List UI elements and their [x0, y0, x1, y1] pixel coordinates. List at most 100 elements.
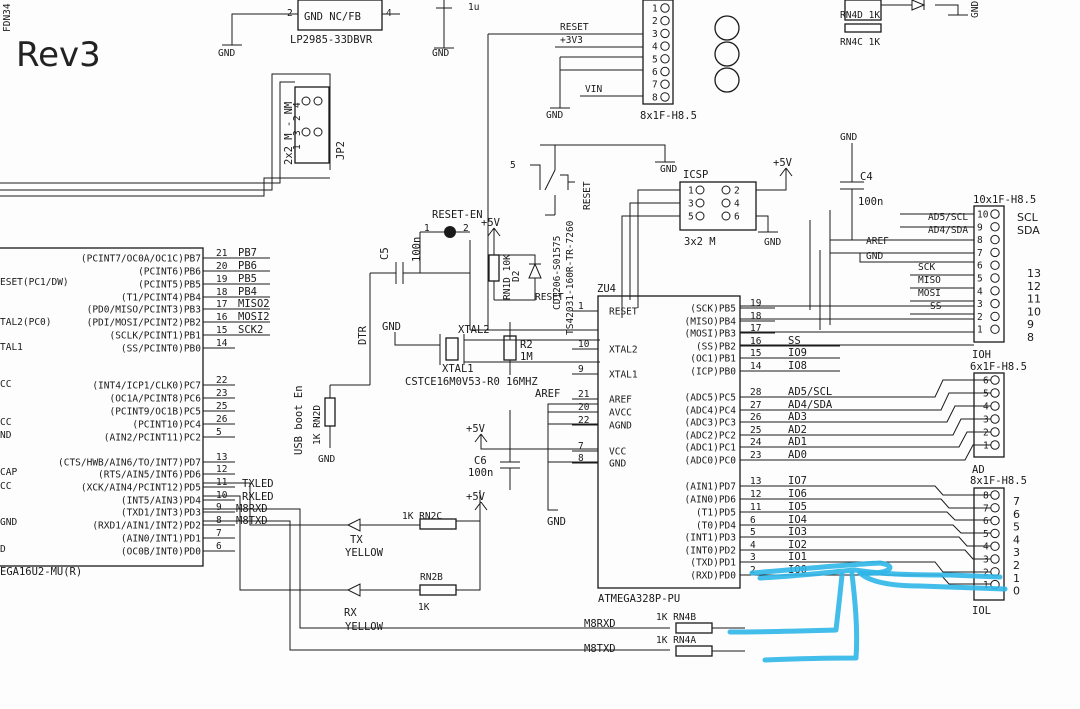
gnd-label-usb: GND [318, 454, 335, 465]
u4-left-pin-name: VCC [609, 447, 626, 458]
tx-label: TX [350, 534, 363, 546]
header-pin-number: 3 [983, 555, 989, 566]
lp2985-body [297, 0, 383, 31]
header-pin-number: 5 [983, 389, 989, 400]
hdr10-ad4: AD4/SDA [928, 225, 968, 236]
header-pin [660, 66, 670, 77]
rn4d-label: RN4D 1K [840, 10, 880, 21]
c6-vcc-wires [474, 410, 598, 490]
sw-pin5: 5 [510, 160, 516, 171]
header-pin [660, 3, 670, 13]
u4-net-label: AD3 [788, 411, 807, 423]
p5v-label-c6: +5V [466, 423, 486, 435]
highlight-stroke-2 [757, 567, 1003, 581]
p5v-label-led: +5V [466, 491, 486, 503]
u4-right-pin-number: 12 [750, 489, 761, 500]
iol-body [973, 487, 1005, 601]
u16-net-label: SCK2 [238, 324, 263, 336]
u4-left-pin-number: 7 [578, 441, 584, 452]
u16-pin-name: (PDI/MOSI/PCINT2)PB2 [87, 318, 201, 329]
jp2-pin3: 3 [292, 130, 303, 136]
u4-signal-wire [775, 379, 991, 398]
u4-net-label: IO7 [788, 475, 807, 487]
header-pin [990, 298, 1000, 309]
u4-signal-wire [775, 431, 991, 448]
header-pin [660, 28, 670, 39]
u4-right-pin-name: (SS)PB2 [696, 342, 736, 353]
u16-pin-name: (OC0B/INT0)PD0 [121, 547, 201, 558]
u16-net-label: PB6 [238, 260, 257, 272]
u4-right-pin-name: (INT1)PD3 [685, 533, 736, 544]
u16-pin-name: (RTS/AIN5/INT6)PD6 [98, 470, 201, 481]
header-pin [990, 427, 1000, 437]
u16-pin-number: 5 [216, 427, 222, 438]
u4-net-label: AD0 [788, 449, 807, 461]
reset-net-2: RESET [535, 292, 564, 303]
header-pin [660, 54, 670, 64]
u4-left-pin-name: AREF [609, 395, 632, 406]
led-wire-top [881, 4, 968, 16]
c5-value: 100n [411, 237, 423, 262]
u4-net-label: AD1 [788, 436, 807, 448]
u4-signal-wire [775, 561, 991, 573]
sda-label: SDA [1017, 224, 1040, 237]
u16-pin-number: 16 [216, 312, 228, 323]
icsp-pin-number: 3 [688, 199, 694, 210]
u4-net-label: IO9 [788, 347, 807, 359]
u4-net-label: AD5/SCL [788, 386, 832, 398]
hdr8b-part: 8x1F-H8.5 [970, 475, 1027, 487]
ad-label: AD [972, 464, 985, 476]
icsp-label: ICSP [683, 169, 708, 181]
header-pin-number: 5 [983, 529, 989, 540]
lp-pin-names: GND NC/FB [304, 11, 361, 23]
u4-signal-wire [775, 524, 991, 534]
hdr10-miso: MISO [918, 275, 941, 286]
xtal-wires [464, 322, 600, 375]
crystal-plates [430, 334, 465, 365]
lp-gnd-wire [222, 13, 298, 46]
u4-signal-wire [775, 485, 991, 496]
u16-pin-number: 7 [216, 528, 222, 539]
icsp-pin-number: 2 [734, 186, 740, 197]
reset-en-jumper[interactable] [444, 226, 456, 238]
u4-net-label: IO4 [788, 514, 807, 526]
power-header-body [642, 0, 674, 105]
scl-label: SCL [1017, 211, 1039, 224]
c4-wires [840, 143, 900, 241]
rn4b-body [675, 622, 713, 634]
u4-right-pin-number: 13 [750, 476, 761, 487]
u16-pin-name: (PCINT10)PC4 [132, 420, 201, 431]
ioh-label: IOH [972, 349, 991, 361]
u4-net-label: IO2 [788, 539, 807, 551]
u16-pin-name: (PCINT5)PB5 [138, 280, 201, 291]
u4-signal-wire [775, 405, 991, 423]
u16-left-pin: ESET(PC1/DW) [0, 277, 69, 288]
rn4a-body [675, 645, 713, 657]
gnd-label-3: GND [546, 110, 563, 121]
gnd-wires-header [550, 56, 643, 109]
rn1d-body [488, 254, 500, 282]
header-pin [990, 388, 1000, 398]
u4-right-pin-name: (ADC2)PC2 [685, 431, 736, 442]
led-net-wires [203, 482, 348, 591]
header-pin-number: 8 [977, 235, 983, 246]
hdr10-mosi: MOSI [918, 288, 941, 299]
u4-left-pin-number: 10 [578, 339, 590, 350]
header-pin [990, 273, 1000, 283]
header-pin [990, 209, 1000, 219]
header-pin-number: 2 [977, 312, 983, 323]
u4-right-pin-name: (ADC1)PC1 [685, 443, 737, 454]
u16-pin-number: 20 [216, 261, 228, 272]
u16-net-label: PB5 [238, 273, 257, 285]
atmega328-body [597, 295, 741, 589]
vin-net-label: VIN [585, 84, 602, 95]
u4-left-pin-number: 1 [578, 301, 584, 312]
highlight-stroke-3 [857, 570, 1008, 592]
u4-left-pin-number: 21 [578, 389, 590, 400]
u16-pin-name: (PCINT9/OC1B)PC5 [109, 407, 201, 418]
header-pin [990, 414, 1000, 424]
u16-pin-name: (T1/PCINT4)PB4 [121, 293, 201, 304]
